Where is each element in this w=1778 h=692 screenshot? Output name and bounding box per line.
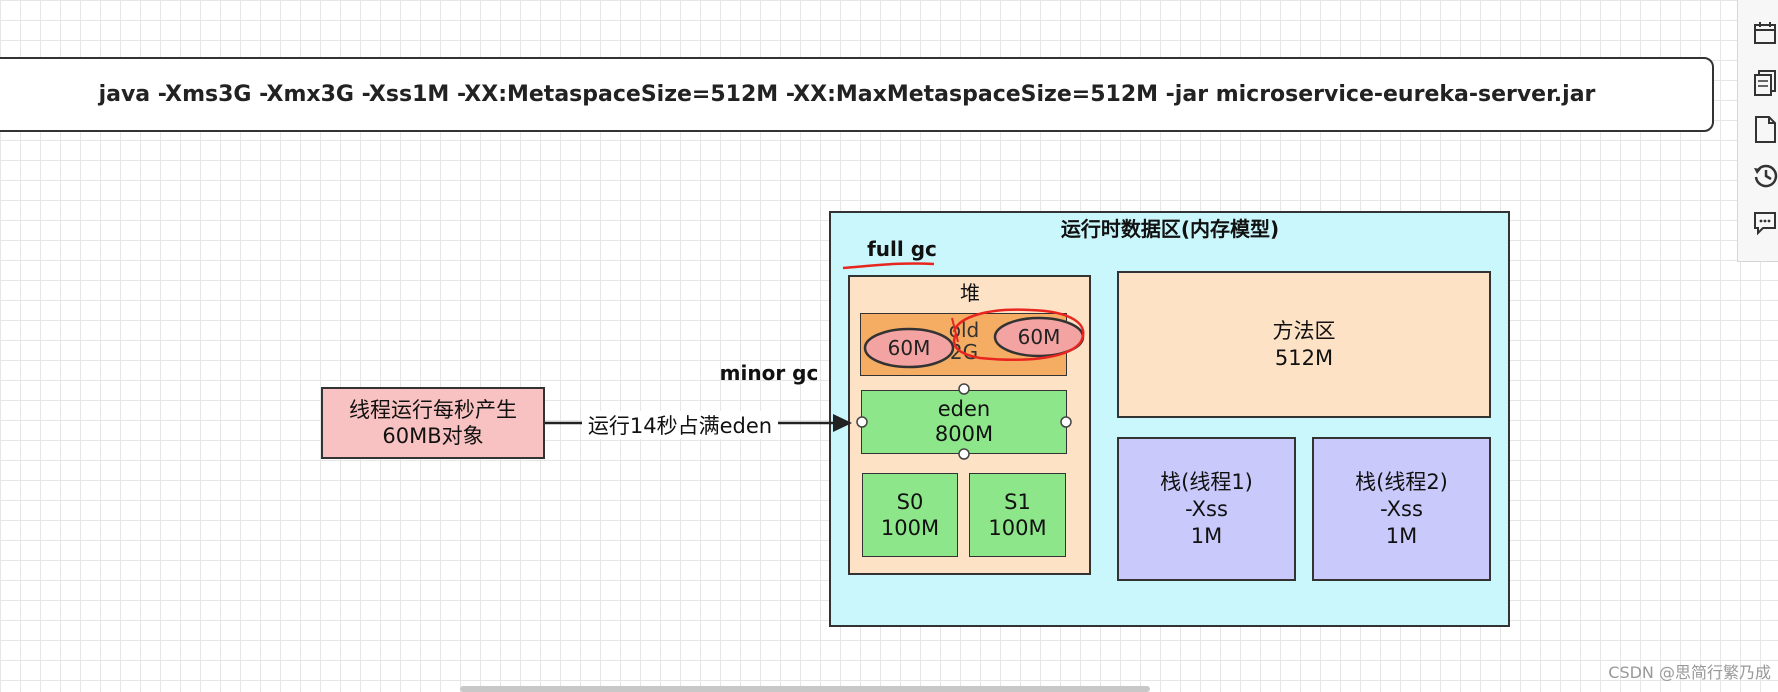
full-gc-label: full gc <box>867 237 937 261</box>
method-area-size: 512M <box>1274 345 1334 370</box>
comment-icon[interactable] <box>1752 208 1778 238</box>
old-object-label-1: 60M <box>887 336 931 360</box>
runtime-data-area-title: 运行时数据区(内存模型) <box>1060 216 1280 241</box>
eden-handle-left[interactable] <box>856 416 868 428</box>
eden-handle-right[interactable] <box>1060 416 1072 428</box>
old-object-ellipse-1[interactable] <box>863 327 955 369</box>
watermark: CSDN @思简行繁乃成 <box>1608 663 1771 682</box>
s0-size: 100M <box>880 516 940 540</box>
survivor-s1-box[interactable]: S1 100M <box>969 473 1066 557</box>
full-gc-underline <box>842 262 935 270</box>
eden-label: eden <box>937 397 991 421</box>
stack1-size: 1M <box>1190 523 1223 548</box>
stack-thread1-box[interactable]: 栈(线程1) -Xss 1M <box>1117 437 1296 581</box>
s1-size: 100M <box>988 516 1047 540</box>
s1-label: S1 <box>1004 490 1031 514</box>
stack1-param: -Xss <box>1185 496 1228 521</box>
thread-producer-box[interactable]: 线程运行每秒产生 60MB对象 <box>321 387 545 459</box>
survivor-s0-box[interactable]: S0 100M <box>862 473 958 557</box>
document-icon[interactable] <box>1752 114 1778 144</box>
red-circle-annotation <box>952 308 1085 362</box>
eden-size: 800M <box>934 422 994 446</box>
connector-arrowhead <box>833 414 852 432</box>
method-area-label: 方法区 <box>1272 318 1336 343</box>
method-area-box[interactable]: 方法区 512M <box>1117 271 1491 418</box>
edge-label: 运行14秒占满eden <box>582 411 778 439</box>
stack2-param: -Xss <box>1380 496 1423 521</box>
eden-box[interactable]: eden 800M <box>861 390 1067 454</box>
minor-gc-label: minor gc <box>719 361 819 385</box>
s0-label: S0 <box>896 490 924 514</box>
horizontal-scrollbar[interactable] <box>460 686 1150 692</box>
copy-pages-icon[interactable] <box>1752 66 1778 96</box>
old-object-label-2: 60M <box>1017 325 1061 349</box>
jvm-command-text: java -Xms3G -Xmx3G -Xss1M -XX:MetaspaceS… <box>98 82 1596 107</box>
stack2-size: 1M <box>1385 523 1418 548</box>
thread-line2: 60MB对象 <box>382 424 484 448</box>
history-icon[interactable] <box>1752 160 1778 190</box>
stack2-label: 栈(线程2) <box>1355 469 1448 494</box>
thread-line1: 线程运行每秒产生 <box>349 398 517 422</box>
stack-thread2-box[interactable]: 栈(线程2) -Xss 1M <box>1312 437 1491 581</box>
red-mark <box>951 317 959 343</box>
eden-handle-top[interactable] <box>958 383 970 395</box>
heap-label: 堆 <box>960 280 980 305</box>
calendar-icon[interactable] <box>1752 18 1778 48</box>
stack1-label: 栈(线程1) <box>1160 469 1253 494</box>
eden-handle-bottom[interactable] <box>958 448 970 460</box>
jvm-command-box: java -Xms3G -Xmx3G -Xss1M -XX:MetaspaceS… <box>0 57 1714 132</box>
